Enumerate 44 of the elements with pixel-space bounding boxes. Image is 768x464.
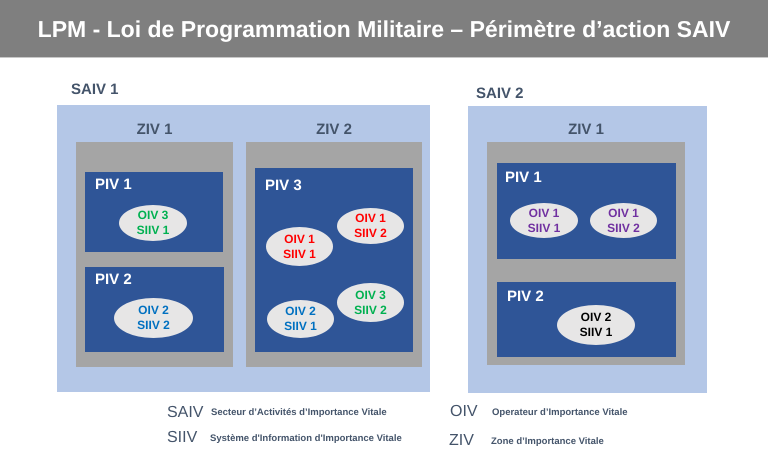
point-panel — [497, 163, 676, 259]
panel-heading: PIV 1 — [505, 169, 542, 187]
ellipse-text: SIIV 1 — [283, 246, 316, 262]
definition-text: Zone d’Importance Vitale — [491, 436, 604, 447]
abbreviation: SAIV — [167, 404, 204, 422]
definition-text: Secteur d’Activités d’Importance Vitale — [211, 407, 387, 418]
ellipse-text: OIV 3 — [355, 288, 386, 302]
ellipse-text: SIIV 2 — [607, 220, 640, 236]
ellipse-text: SIIV 1 — [136, 223, 170, 238]
ellipse-text: OIV 2 — [285, 304, 316, 319]
ellipse-text: OIV 1 — [528, 206, 560, 220]
ellipse-node — [267, 300, 334, 338]
panel-heading: PIV 1 — [95, 176, 132, 194]
point-panel — [85, 267, 224, 352]
ellipse-text: SIIV 1 — [284, 319, 317, 334]
abbreviation: OIV — [450, 403, 478, 421]
ellipse-text: OIV 2 — [138, 303, 169, 318]
ellipse-text: SIIV 1 — [528, 220, 560, 236]
ellipse-text: OIV 3 — [138, 208, 168, 223]
area-heading: ZIV 1 — [136, 120, 172, 139]
area-heading: ZIV 1 — [568, 120, 604, 139]
ellipse-text: SIIV 2 — [354, 226, 387, 241]
definition-text: Operateur d’Importance Vitale — [492, 407, 628, 418]
point-panel — [255, 168, 413, 352]
area-heading: ZIV 2 — [316, 120, 352, 139]
point-panel — [497, 282, 676, 357]
ellipse-text: SIIV 1 — [580, 325, 612, 340]
panel-heading: PIV 2 — [507, 288, 544, 306]
point-panel — [85, 172, 223, 252]
definition-text: Système d'Information d'Importance Vitale — [210, 433, 402, 444]
ellipse-node — [337, 283, 404, 322]
title: LPM - Loi de Programmation Militaire – Périmètre d’action SAIV — [38, 14, 730, 42]
panel-heading: PIV 3 — [265, 177, 302, 195]
ellipse-text: SIIV 2 — [354, 302, 387, 318]
ellipse-text: SIIV 2 — [137, 318, 170, 333]
area-heading: SAIV 2 — [476, 84, 524, 103]
area-heading: SAIV 1 — [71, 80, 119, 99]
ellipse-text: OIV 1 — [355, 211, 386, 226]
panel-heading: PIV 2 — [95, 271, 132, 289]
ellipse-text: OIV 2 — [580, 310, 612, 325]
ellipse-text: OIV 1 — [284, 232, 315, 246]
abbreviation: SIIV — [167, 429, 198, 447]
abbreviation: ZIV — [449, 432, 474, 450]
ellipse-text: OIV 1 — [608, 206, 639, 220]
